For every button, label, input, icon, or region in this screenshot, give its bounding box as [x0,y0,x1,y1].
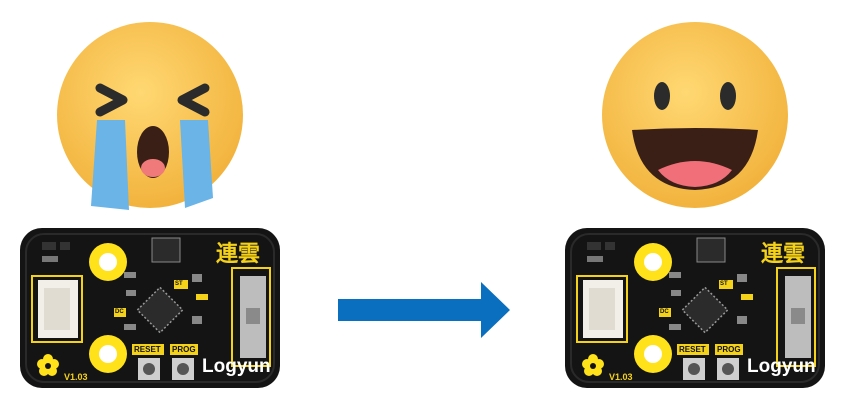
logyun-board-right: 連雲 Logyun V1.03 RESET PROG ST DC [565,228,825,388]
st-mark: ST [175,281,183,287]
board-brand: Logyun [747,356,816,377]
board-title-cjk: 連雲 [761,241,806,266]
board-brand: Logyun [202,356,271,377]
st-mark: ST [720,281,728,287]
dc-mark: DC [660,309,669,315]
reset-label: RESET [679,345,706,354]
reset-label: RESET [134,345,161,354]
crying-face-icon [55,20,245,210]
prog-label: PROG [717,345,741,354]
dc-mark: DC [115,309,124,315]
board-version: V1.03 [64,372,88,382]
board-version: V1.03 [609,372,633,382]
logyun-board-left: 連雲 Logyun V1.03 RESET PROG ST DC [20,228,280,388]
board-title-cjk: 連雲 [216,241,261,266]
prog-label: PROG [172,345,196,354]
grinning-face-icon [600,20,790,210]
right-arrow-icon [338,282,510,338]
